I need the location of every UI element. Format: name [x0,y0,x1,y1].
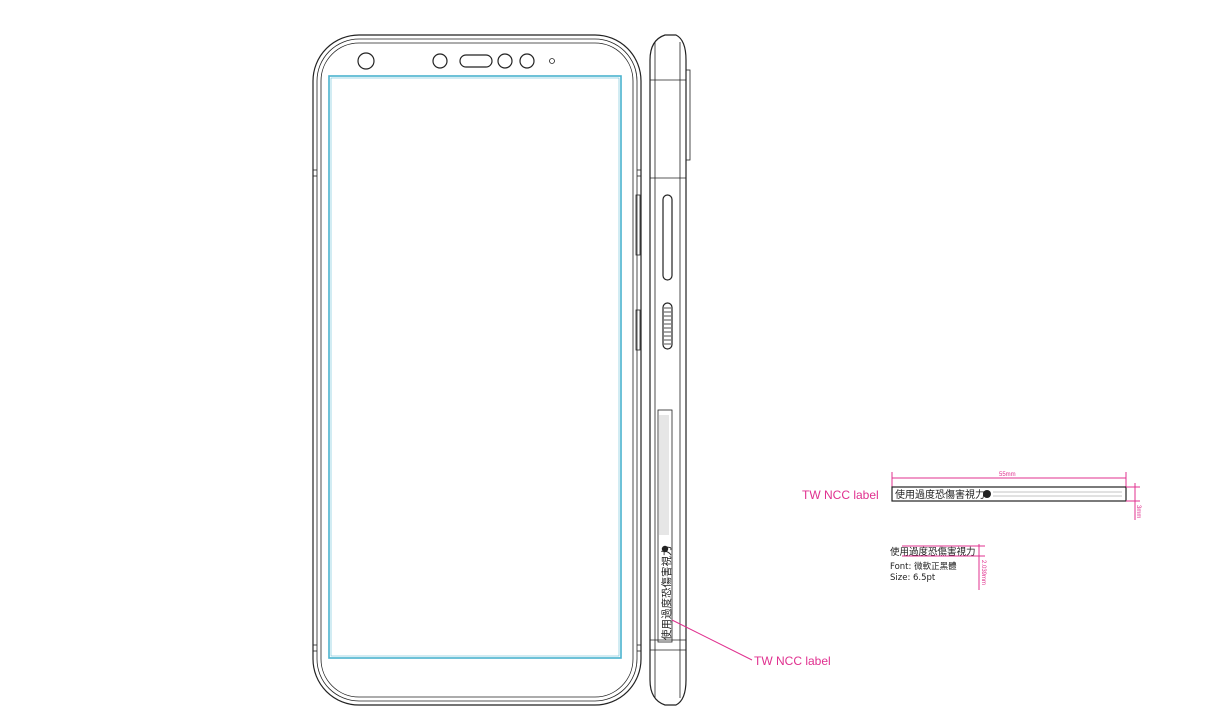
font-spec-block: 使用過度恐傷害視力 2.039mm Font: 微軟正黑體 Size: 6.5p… [890,544,986,590]
side-ncc-label [657,409,673,643]
side-callout-text: TW NCC label [754,654,831,668]
phone-front-view [312,34,642,706]
ncc-logo-icon [983,490,991,498]
light-sensor-icon [549,58,555,64]
front-camera-icon [519,53,535,69]
sensor-icon [432,53,448,69]
side-key [662,194,673,281]
ncc-logo-icon [661,545,669,553]
font-size-line: Size: 6.5pt [890,573,936,583]
front-camera-icon [497,53,513,69]
side-label-callout: TW NCC label [671,619,831,668]
label-box [891,486,1127,502]
char-height-dim: 2.039mm [980,560,986,585]
label-warning-text: 使用過度恐傷害視力 [895,488,985,501]
font-name-line: Font: 微軟正黑體 [890,561,957,572]
earpiece-speaker [459,54,493,68]
label-height-dim: 3mm [1135,505,1141,518]
speaker-grille [662,302,673,350]
phone-side-view: 使用過度恐傷害視力 [635,34,691,706]
font-sample-text: 使用過度恐傷害視力 [890,546,976,558]
side-label-warning-text: 使用過度恐傷害視力 [660,546,673,641]
ncc-label-detail: TW NCC label 55mm 使用過度恐傷害視力 3mm [802,472,1141,520]
label-width-dim: 55mm [999,472,1016,478]
screen-area [328,75,622,659]
detail-callout-text: TW NCC label [802,488,879,502]
front-camera-icon [357,52,375,70]
